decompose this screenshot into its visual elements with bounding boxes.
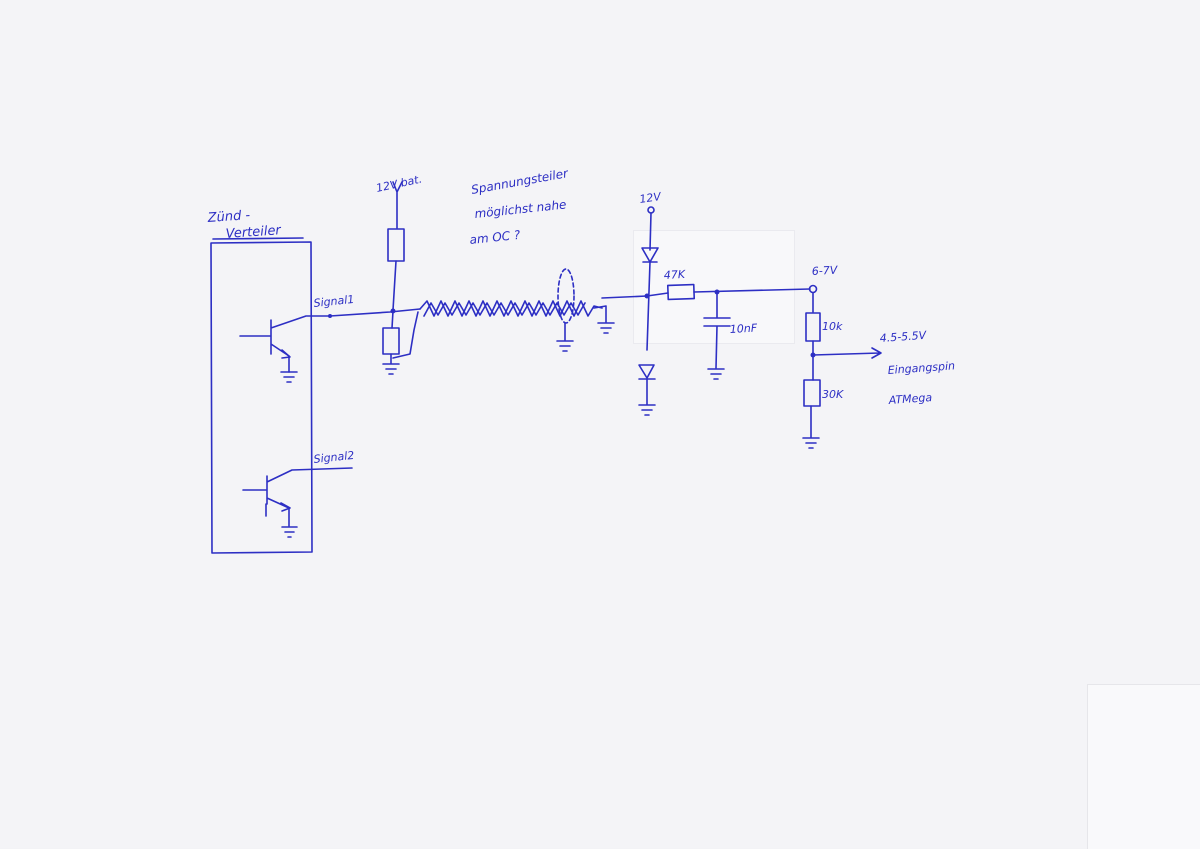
out-label-1: Eingangspin xyxy=(887,359,955,377)
output-arrow xyxy=(812,347,882,359)
clamp-diodes xyxy=(638,206,659,416)
resistor-47k xyxy=(646,283,811,301)
out-label-2: ATMega xyxy=(887,391,932,407)
resistor-47k-label: 47K xyxy=(663,268,686,282)
transistor-signal1 xyxy=(239,315,331,383)
signal1-label: Signal1 xyxy=(313,293,355,310)
resistor-30k-label: 30K xyxy=(822,388,844,401)
pullup-resistor xyxy=(387,181,405,314)
resistor-10k-label: 10k xyxy=(822,320,843,333)
output-divider xyxy=(802,284,821,449)
signal-wire xyxy=(329,308,421,317)
voltage-node-label: 6-7V xyxy=(811,264,839,278)
pulldown-resistor xyxy=(382,310,419,375)
distributor-box xyxy=(210,237,313,554)
capacitor-10nf xyxy=(703,291,731,380)
transistor-signal2 xyxy=(242,467,353,538)
feed-wire xyxy=(601,295,648,299)
supply-right-label: 12V xyxy=(639,190,664,206)
note-line3: am OC ? xyxy=(469,228,522,247)
box-label-2: Verteiler xyxy=(225,223,283,242)
supply-top-label: 12V bat. xyxy=(375,173,423,195)
voltage-out-label: 4.5-5.5V xyxy=(879,329,928,345)
paper-patch xyxy=(633,230,795,344)
cable-shield xyxy=(556,268,615,352)
note-line1: Spannungsteiler xyxy=(470,166,570,197)
note-line2: möglichst nahe xyxy=(474,197,567,221)
cap-label: 10nF xyxy=(729,322,758,336)
signal2-label: Signal2 xyxy=(313,449,355,466)
paper-edge xyxy=(1087,684,1200,849)
box-label: Zünd - xyxy=(206,208,251,226)
